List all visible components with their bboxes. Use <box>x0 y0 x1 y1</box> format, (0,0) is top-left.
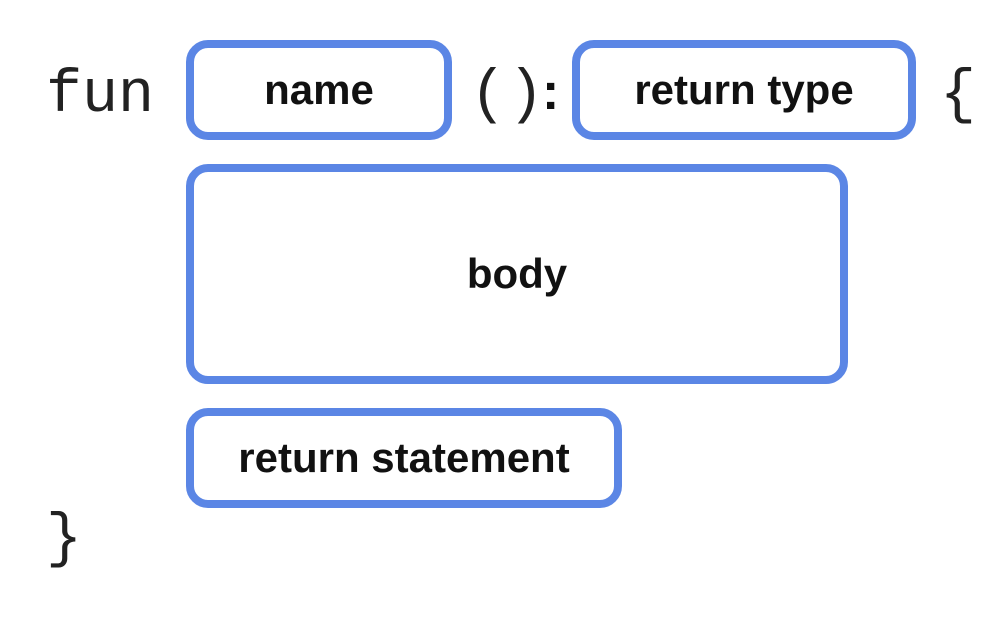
name-label: name <box>264 66 374 113</box>
return-statement-box: return statement <box>186 408 622 508</box>
name-box: name <box>186 40 452 140</box>
parentheses: () <box>470 62 547 130</box>
fun-keyword: fun <box>46 62 155 130</box>
close-brace: } <box>46 506 83 574</box>
body-box: body <box>186 164 848 384</box>
return-statement-label: return statement <box>238 434 570 481</box>
return-type-label: return type <box>634 66 854 113</box>
return-type-box: return type <box>572 40 916 140</box>
open-brace: { <box>940 62 977 130</box>
body-label: body <box>466 250 568 297</box>
colon: : <box>542 63 560 121</box>
